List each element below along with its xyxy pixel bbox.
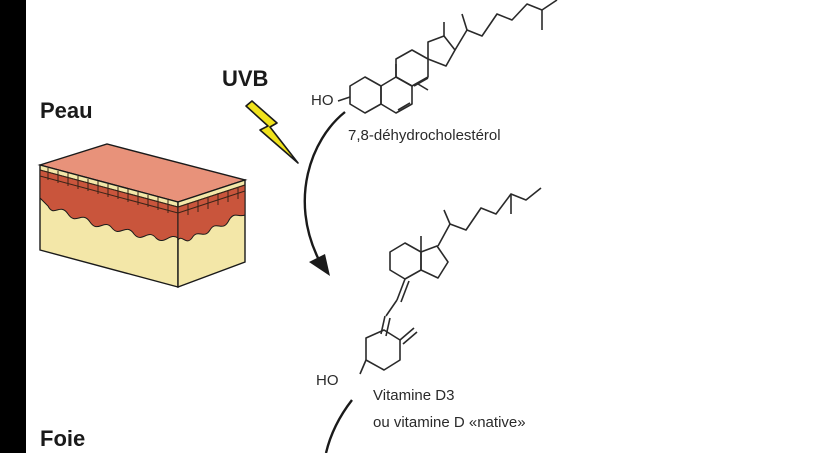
curved-arrow-2-icon bbox=[324, 399, 353, 453]
vitamin-d-native-name: ou vitamine D «native» bbox=[373, 414, 526, 431]
left-border bbox=[0, 0, 26, 453]
skin-block-icon bbox=[37, 143, 248, 289]
liver-label: Foie bbox=[40, 426, 86, 451]
vitamin-d3-structure bbox=[359, 187, 542, 375]
precursor-name: 7,8-déhydrocholestérol bbox=[348, 127, 501, 144]
skin-label: Peau bbox=[40, 98, 93, 123]
ho-label-top: HO bbox=[311, 92, 334, 109]
curved-arrow-icon bbox=[303, 111, 346, 276]
vitamin-d3-name: Vitamine D3 bbox=[373, 387, 455, 404]
uvb-label: UVB bbox=[222, 66, 269, 91]
dehydrocholesterol-structure bbox=[337, 0, 558, 114]
ho-label-bottom: HO bbox=[316, 372, 339, 389]
lightning-icon bbox=[245, 100, 299, 164]
